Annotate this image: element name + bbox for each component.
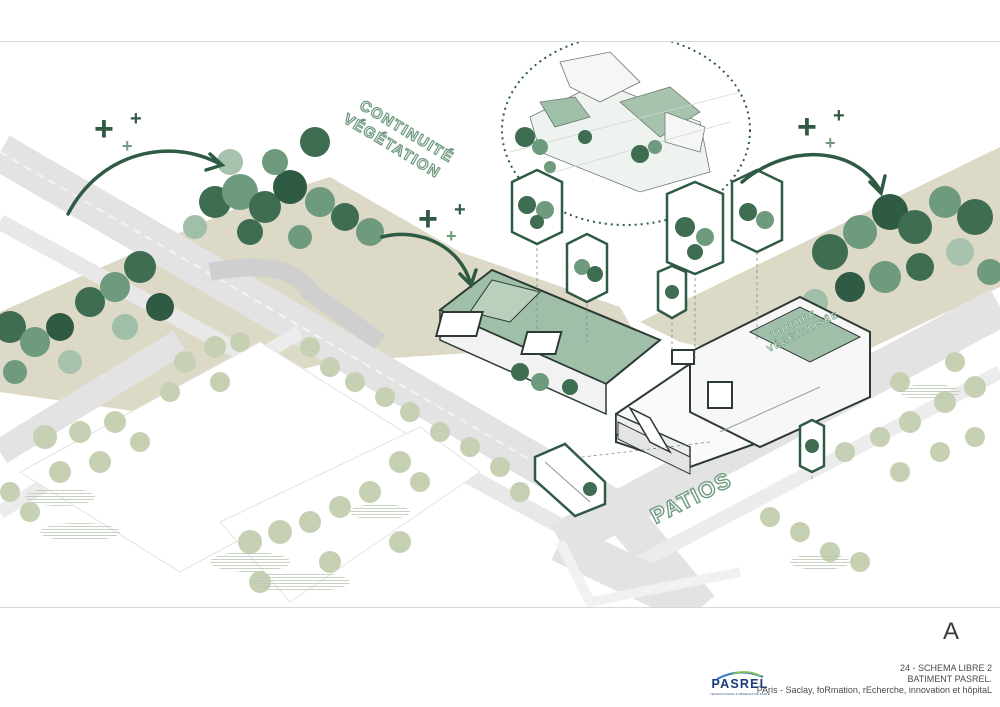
svg-text:+: + — [454, 199, 466, 221]
logo-wordmark: PASREL — [711, 677, 769, 691]
caption-line-building: BATIMENT PASREL. — [907, 674, 992, 684]
pasrel-logo: PASREL TECHNOLOGIES & RÉSEAUX DE SANTÉ — [705, 668, 775, 698]
callout-patio-6 — [798, 418, 826, 474]
hatched-tree-shadows — [25, 384, 960, 592]
street-trees — [0, 332, 986, 593]
tree-cluster-left — [183, 127, 384, 249]
arrow-right — [740, 153, 882, 192]
callout-patio-2 — [565, 232, 609, 304]
building-right-blocks — [615, 295, 871, 475]
zoom-circle — [501, 42, 751, 226]
svg-text:+: + — [797, 108, 817, 146]
sheet-caption: 24 - SCHEMA LIBRE 2 BATIMENT PASREL. PAr… — [757, 663, 992, 696]
callout-patio-3 — [665, 180, 725, 276]
arrow-left — [66, 149, 222, 216]
top-rule — [0, 41, 1000, 42]
logo-arc-icon — [716, 671, 764, 680]
callout-patio-5 — [656, 264, 688, 320]
caption-line-title: 24 - SCHEMA LIBRE 2 — [899, 663, 992, 673]
sheet-letter: A — [943, 618, 960, 645]
tree-cluster-far-left — [0, 251, 174, 384]
logo-tagline: TECHNOLOGIES & RÉSEAUX DE SANTÉ — [710, 692, 770, 696]
svg-text:+: + — [94, 110, 114, 148]
svg-text:+: + — [446, 226, 457, 246]
svg-text:+: + — [833, 105, 845, 127]
arrow-center — [380, 232, 472, 284]
svg-text:+: + — [122, 136, 133, 156]
svg-text:+: + — [825, 133, 836, 153]
callout-patio-1 — [510, 168, 564, 246]
plus-symbols: + + + + + + + + + — [94, 105, 845, 246]
axonometric-site-diagram: + + + + + + + + + CONTINUITÉ VÉGÉTATION … — [0, 42, 1000, 608]
svg-text:+: + — [130, 108, 142, 130]
callout-section-patio — [533, 442, 607, 518]
vegetation-callouts — [510, 168, 826, 518]
bottom-rule — [0, 607, 1000, 608]
svg-text:+: + — [418, 200, 438, 238]
caption-line-acronym: PAris - Saclay, foRmation, rEcherche, in… — [756, 685, 992, 695]
flow-arrows — [66, 149, 887, 289]
callout-patio-4 — [730, 168, 784, 254]
building-left-wing — [434, 268, 662, 416]
